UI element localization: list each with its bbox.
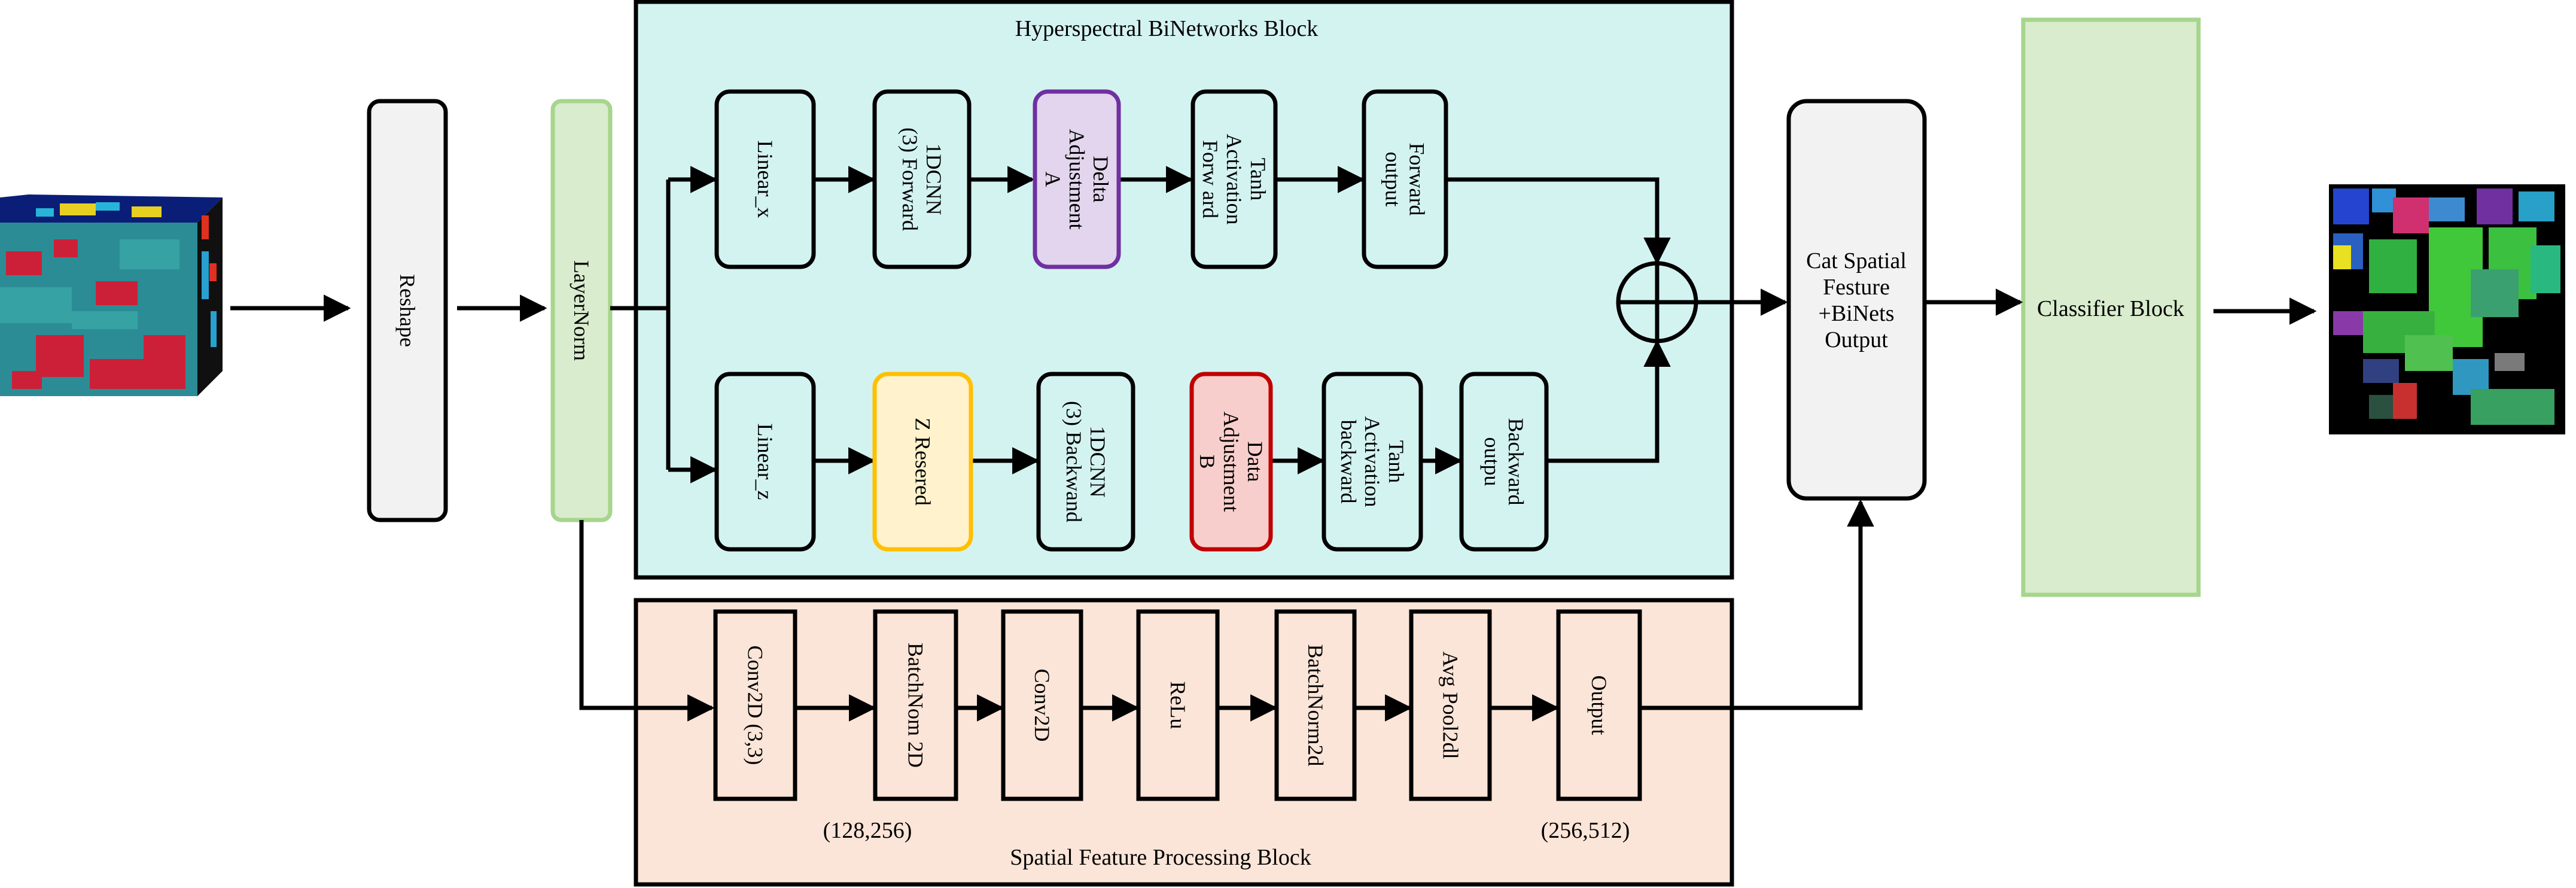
backward-linear-z-label-0: Linear_z [753, 424, 777, 500]
backward-tanh-activation-backward-label-0: Tanh [1384, 440, 1408, 483]
backward-linear-z-box: Linear_z [714, 372, 816, 552]
svg-text:+BiNets: +BiNets [1819, 301, 1895, 326]
backward-backward-outpu-label-0: Backward [1504, 418, 1528, 506]
backward-1dcnn-3-backwand-label-0: 1DCNN [1086, 425, 1110, 497]
svg-text:Cat Spatial: Cat Spatial [1806, 248, 1907, 273]
spatial-batchnom-2d-box: BatchNom 2D [873, 609, 958, 801]
backward-tanh-activation-backward-label-1: Activation [1360, 416, 1384, 507]
forward-delta-adjustment-a-label-1: Adjustment [1065, 129, 1089, 230]
spatial-avg-pool2dl-box: Avg Pool2dl [1409, 609, 1492, 801]
sum-junction-icon [1616, 261, 1698, 343]
forward-forward-output-label-0: Forward [1405, 143, 1429, 216]
forward-linear-x-label-0: Linear_x [753, 141, 777, 218]
forward-delta-adjustment-a-label-2: A [1041, 172, 1065, 187]
spatial-relu-label-0: ReLu [1166, 682, 1190, 729]
classifier-block [2021, 17, 2201, 597]
spatial-batchnorm2d-box: BatchNorm2d [1274, 609, 1357, 801]
svg-text:Festure: Festure [1823, 275, 1890, 300]
shape-annotation-128-256: (128,256) [823, 818, 912, 843]
backward-data-adjustment-b-label-2: B [1195, 454, 1219, 469]
spatial-conv2d-3-3-label-0: Conv2D (3,3) [744, 646, 768, 765]
spatial-conv2d-3-3-box: Conv2D (3,3) [713, 609, 797, 801]
spatial-relu-box: ReLu [1136, 609, 1220, 801]
spatial-path: Conv2D (3,3) BatchNom 2D Conv2D ReLu BatchNo… [713, 609, 1642, 801]
bi-networks-block [634, 0, 1734, 580]
forward-1dcnn-3-forward-label-1: (3) Forward [898, 127, 922, 231]
backward-1dcnn-3-backwand-label-1: (3) Backwand [1062, 401, 1086, 522]
spatial-avg-pool2dl-label-0: Avg Pool2dl [1439, 651, 1463, 759]
reshape-box [367, 99, 448, 522]
forward-delta-adjustment-a-label-0: Delta [1089, 156, 1113, 203]
backward-1dcnn-3-backwand-box: 1DCNN(3) Backwand [1036, 372, 1135, 552]
spatial-conv2d-box: Conv2D [1001, 609, 1083, 801]
backward-data-adjustment-b-label-1: Adjustment [1219, 412, 1243, 512]
spatial-batchnom-2d-label-0: BatchNom 2D [904, 643, 928, 768]
forward-tanh-activation-forw-ard-label-1: Activation [1222, 134, 1246, 225]
backward-data-adjustment-b-label-0: Data [1243, 442, 1267, 482]
backward-tanh-activation-backward-label-2: backward [1336, 420, 1360, 504]
reshape-label: Reshape [395, 274, 419, 347]
classification-map-icon [2329, 184, 2565, 434]
classifier-block-label: Classifier Block [2037, 296, 2184, 321]
forward-1dcnn-3-forward-label-0: 1DCNN [922, 143, 946, 215]
forward-tanh-activation-forw-ard-label-0: Tanh [1246, 158, 1270, 200]
svg-text:Output: Output [1825, 327, 1888, 352]
bi-networks-block-title: Hyperspectral BiNetworks Block [1015, 16, 1319, 41]
connectors [230, 166, 2317, 722]
layernorm-label: LayerNorm [570, 260, 593, 361]
cat-output-box [1786, 99, 1927, 501]
shape-annotation-256-512: (256,512) [1541, 818, 1630, 843]
backward-backward-outpu-label-1: outpu [1480, 437, 1504, 486]
spatial-output-label-0: Output [1587, 675, 1611, 735]
backward-z-resered-label-0: Z Resered [911, 418, 935, 506]
spatial-output-box: Output [1556, 609, 1642, 801]
forward-linear-x-box: Linear_x [714, 89, 816, 269]
spatial-feature-block-title: Spatial Feature Processing Block [1010, 845, 1311, 870]
forward-1dcnn-3-forward-box: 1DCNN(3) Forward [872, 89, 972, 269]
hyperspectral-cube-icon [0, 194, 223, 396]
spatial-batchnorm2d-label-0: BatchNorm2d [1304, 644, 1327, 767]
forward-forward-output-label-1: output [1381, 151, 1405, 206]
backward-path: Linear_z Z Resered 1DCNN(3) Backwand DataAd… [714, 372, 1549, 552]
backward-z-resered-box: Z Resered [872, 372, 973, 552]
cat-output-label: Cat Spatial Festure +BiNets Output [1806, 248, 1907, 352]
forward-tanh-activation-forw-ard-label-2: Forw ard [1198, 140, 1222, 218]
spatial-conv2d-label-0: Conv2D [1030, 668, 1054, 741]
